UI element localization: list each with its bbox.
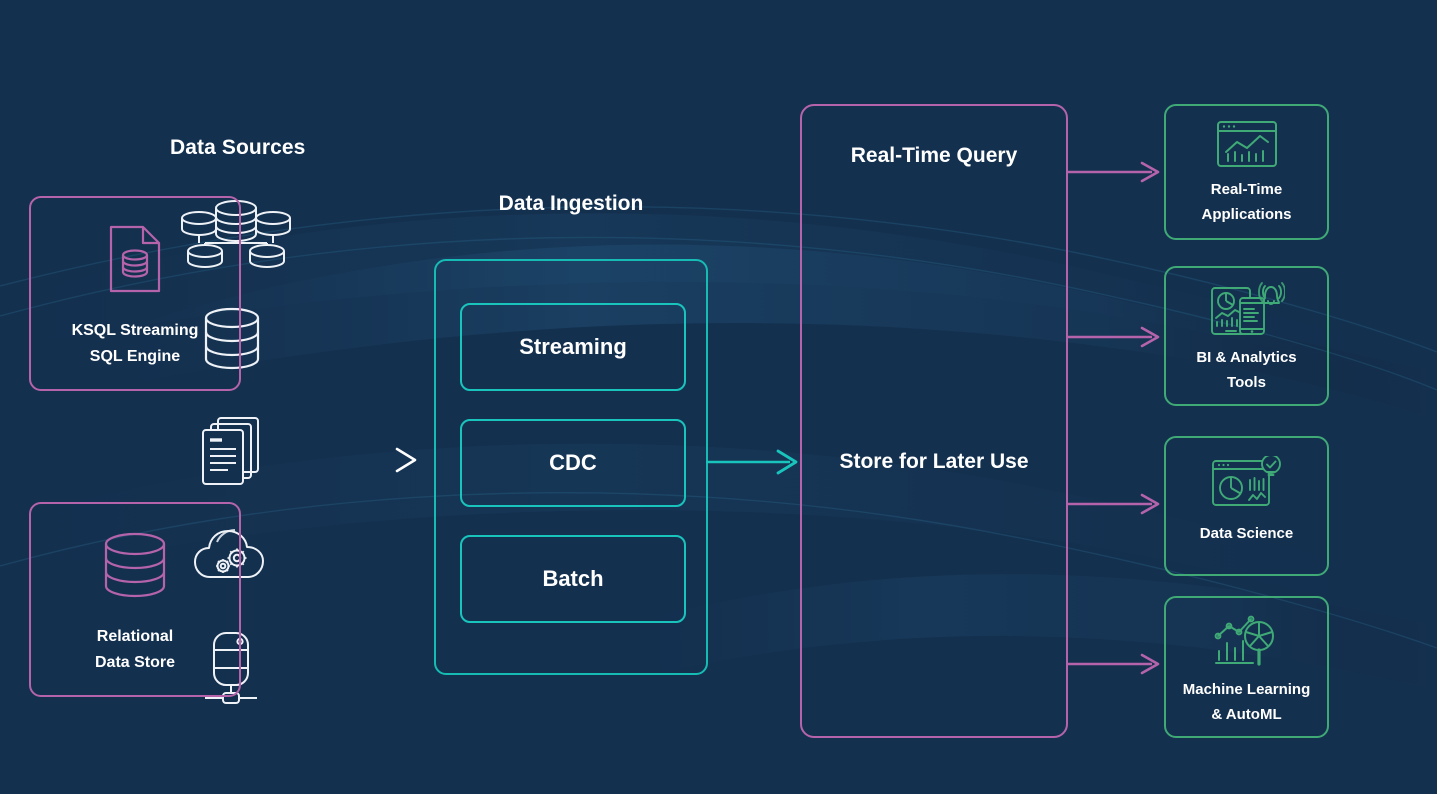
output-label-line2: Tools: [1227, 373, 1266, 391]
ingestion-item-label: Batch: [542, 566, 604, 591]
ingestion-item-label: CDC: [549, 450, 597, 475]
output-label-line1: BI & Analytics: [1196, 349, 1297, 366]
platform-to-machine-learning-arrow: [1066, 653, 1160, 675]
magnifier-chart-icon: [1214, 615, 1274, 666]
ingestion-to-platform-arrow: [706, 449, 798, 475]
card-label-line1: KSQL Streaming: [71, 322, 199, 339]
sources-to-ingestion-arrow: [275, 447, 417, 473]
ingestion-item-streaming[interactable]: Streaming: [460, 303, 686, 391]
output-card-bi-analytics-tools[interactable]: BI & Analytics Tools: [1164, 266, 1329, 406]
output-card-data-science[interactable]: Data Science: [1164, 436, 1329, 576]
output-label-line2: & AutoML: [1211, 705, 1282, 723]
real-time-query-heading: Real-Time Query: [850, 144, 1018, 167]
store-for-later-use-heading: Store for Later Use: [839, 450, 1029, 473]
cloud-gears-icon: [194, 529, 264, 578]
analytics-window-bulb-icon: [1211, 456, 1281, 506]
database-cylinder-icon: [204, 307, 260, 370]
card-label-line2: Data Store: [94, 654, 176, 672]
platform-to-realtime-apps-arrow: [1066, 161, 1160, 183]
data-ingestion-title: Data Ingestion: [498, 192, 644, 215]
database-cylinder-icon: [104, 532, 166, 598]
platform-to-data-science-arrow: [1066, 493, 1160, 515]
output-label-line2: Applications: [1201, 205, 1292, 223]
output-label-line1: Real-Time: [1210, 181, 1283, 198]
dashboard-window-icon: [1216, 121, 1277, 167]
ingestion-item-label: Streaming: [519, 334, 627, 359]
data-sources-title: Data Sources: [170, 136, 306, 159]
output-label-line1: Machine Learning: [1182, 681, 1311, 698]
document-database-icon: [109, 225, 161, 293]
card-label-line2: SQL Engine: [89, 348, 181, 366]
ingestion-item-cdc[interactable]: CDC: [460, 419, 686, 507]
data-ingestion-panel: Streaming CDC Batch: [434, 259, 708, 675]
database-cluster-icon: [181, 200, 291, 268]
output-card-real-time-applications[interactable]: Real-Time Applications: [1164, 104, 1329, 240]
tablet-phone-bell-icon: [1210, 282, 1285, 335]
ksql-streaming-sql-engine-card[interactable]: KSQL Streaming SQL Engine: [29, 196, 241, 391]
document-stack-icon: [202, 417, 259, 485]
platform-to-bi-tools-arrow: [1066, 326, 1160, 348]
platform-panel: [800, 104, 1068, 738]
output-card-machine-learning-automl[interactable]: Machine Learning & AutoML: [1164, 596, 1329, 738]
output-label-line1: Data Science: [1199, 525, 1294, 542]
relational-data-store-card[interactable]: Relational Data Store: [29, 502, 241, 697]
ingestion-item-batch[interactable]: Batch: [460, 535, 686, 623]
card-label-line1: Relational: [96, 628, 174, 645]
